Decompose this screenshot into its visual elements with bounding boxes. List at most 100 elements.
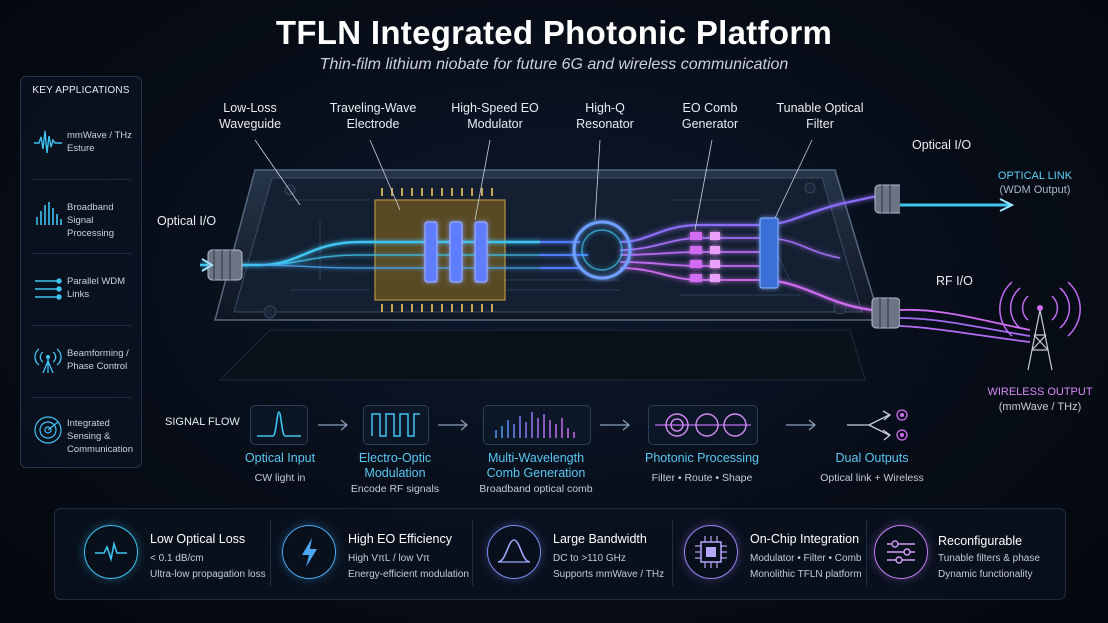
feature-line: < 0.1 dB/cm: [150, 553, 204, 564]
feature-icon-circle: [282, 525, 336, 579]
flow-sub-photonic-processing: Filter • Route • Shape: [651, 472, 753, 484]
electrode-pins: [381, 188, 493, 312]
tunable-optical-filter: [759, 217, 779, 289]
label-optical-io-input: Optical I/O: [157, 214, 217, 228]
mounting-pads: [263, 182, 847, 319]
label-traveling-wave-electrode: Traveling-Wave Electrode: [329, 101, 417, 131]
divider: [31, 179, 131, 180]
flow-step-photonic-processing: [648, 405, 758, 445]
flow-title-dual-outputs: Dual Outputs: [835, 451, 909, 465]
flow-title-eo-modulation: Electro-Optic Modulation: [358, 451, 432, 480]
feature-title: Low Optical Loss: [150, 532, 246, 546]
heartbeat-icon: [95, 540, 127, 563]
feature-title: On-Chip Integration: [750, 532, 860, 546]
radar-icon: [34, 416, 62, 444]
split-output-icon: [847, 409, 908, 441]
divider: [270, 520, 271, 586]
optical-output-beam: [900, 198, 1015, 212]
pulse-icon: [257, 411, 301, 437]
wireless-output-title: WIRELESS OUTPUT: [987, 386, 1093, 398]
flow-arrow-icon: [438, 419, 468, 431]
feature-line: High VπL / low Vπ: [348, 553, 430, 564]
parallel-lines-icon: [35, 278, 62, 300]
label-leader-lines: [254, 139, 813, 231]
application-item: Beamforming / Phase Control: [29, 333, 137, 393]
feature-icon-circle: [84, 525, 138, 579]
signal-flow-label: SIGNAL FLOW: [165, 416, 240, 428]
flow-arrow-icon: [318, 419, 348, 431]
waveform-icon: [34, 130, 62, 154]
bell-curve-icon: [497, 539, 531, 563]
label-eo-modulator: High-Speed EO Modulator: [451, 101, 539, 131]
eo-modulator-bars: [424, 221, 488, 283]
feature-line: Tunable filters & phase: [938, 553, 1040, 564]
comb-lines-icon: [495, 412, 575, 438]
input-beam: [140, 258, 214, 272]
application-label: Integrated Sensing & Communication: [67, 418, 133, 455]
key-applications-panel: KEY APPLICATIONS mmWave / THz Esture Bro…: [20, 76, 142, 468]
feature-icon-circle: [684, 525, 738, 579]
feature-title: Large Bandwidth: [553, 532, 647, 546]
divider: [866, 520, 867, 586]
feature-line: Ultra-low propagation loss: [150, 569, 266, 580]
feature-title: High EO Efficiency: [348, 532, 452, 546]
application-label: Broadband Signal Processing: [67, 202, 114, 239]
antenna-tower-icon: [1027, 309, 1053, 371]
application-item: Parallel WDM Links: [29, 261, 137, 321]
divider: [31, 325, 131, 326]
flow-step-eo-modulation: [363, 405, 429, 445]
label-rf-io: RF I/O: [936, 274, 973, 288]
feature-line: Dynamic functionality: [938, 569, 1033, 580]
label-eo-comb-generator: EO Comb Generator: [681, 101, 739, 131]
key-applications-title: KEY APPLICATIONS: [32, 85, 130, 96]
eo-comb-generator: [690, 232, 720, 282]
page-title: TFLN Integrated Photonic Platform: [275, 14, 833, 51]
label-high-q-resonator: High-Q Resonator: [576, 101, 634, 131]
feature-line: Energy-efficient modulation: [348, 569, 469, 580]
feature-icon-circle: [874, 525, 928, 579]
divider: [472, 520, 473, 586]
flow-title-comb-generation: Multi-Wavelength Comb Generation: [486, 451, 586, 480]
optical-io-connector-right: [874, 184, 900, 214]
feature-icon-circle: [487, 525, 541, 579]
application-item: mmWave / THz Esture: [29, 115, 137, 175]
spectrum-bars-icon: [36, 202, 62, 225]
lightning-icon: [302, 538, 317, 567]
flow-sub-eo-modulation: Encode RF signals: [350, 483, 440, 495]
square-wave-icon: [371, 413, 420, 437]
chip-icon: [695, 536, 727, 568]
wireless-output-antenna: [900, 281, 1081, 371]
optical-link-title: OPTICAL LINK: [997, 170, 1073, 182]
application-label: mmWave / THz Esture: [67, 130, 132, 154]
chip-base: [218, 329, 866, 381]
feature-line: DC to >110 GHz: [553, 553, 626, 564]
flow-step-comb-generation: [483, 405, 591, 445]
label-tunable-optical-filter: Tunable Optical Filter: [776, 101, 864, 131]
flow-title-optical-input: Optical Input: [244, 451, 316, 465]
optical-link-subtitle: (WDM Output): [999, 184, 1071, 196]
flow-arrow-icon: [600, 419, 630, 431]
feature-line: Monolithic TFLN platform: [750, 569, 862, 580]
application-label: Beamforming / Phase Control: [67, 348, 129, 372]
wireless-output-subtitle: (mmWave / THz): [998, 401, 1082, 413]
divider: [672, 520, 673, 586]
sliders-icon: [887, 540, 915, 564]
flow-step-optical-input: [250, 405, 308, 445]
application-item: Broadband Signal Processing: [29, 187, 137, 247]
label-low-loss-waveguide: Low-Loss Waveguide: [218, 101, 282, 131]
page-subtitle: Thin-film lithium niobate for future 6G …: [319, 56, 789, 73]
high-q-resonator: [572, 220, 632, 280]
feature-title: Reconfigurable: [938, 534, 1023, 548]
divider: [31, 397, 131, 398]
flow-arrow-icon: [786, 419, 816, 431]
application-item: Integrated Sensing & Communication: [29, 403, 137, 463]
feature-line: Supports mmWave / THz: [553, 569, 665, 580]
feature-line: Modulator • Filter • Comb: [750, 553, 862, 564]
antenna-icon: [34, 348, 62, 374]
application-label: Parallel WDM Links: [67, 276, 126, 300]
flow-sub-comb-generation: Broadband optical comb: [479, 483, 593, 495]
rf-io-connector: [871, 297, 900, 329]
label-optical-io-output: Optical I/O: [912, 138, 972, 152]
chip-illustration: [200, 139, 900, 381]
flow-sub-optical-input: CW light in: [254, 472, 306, 484]
